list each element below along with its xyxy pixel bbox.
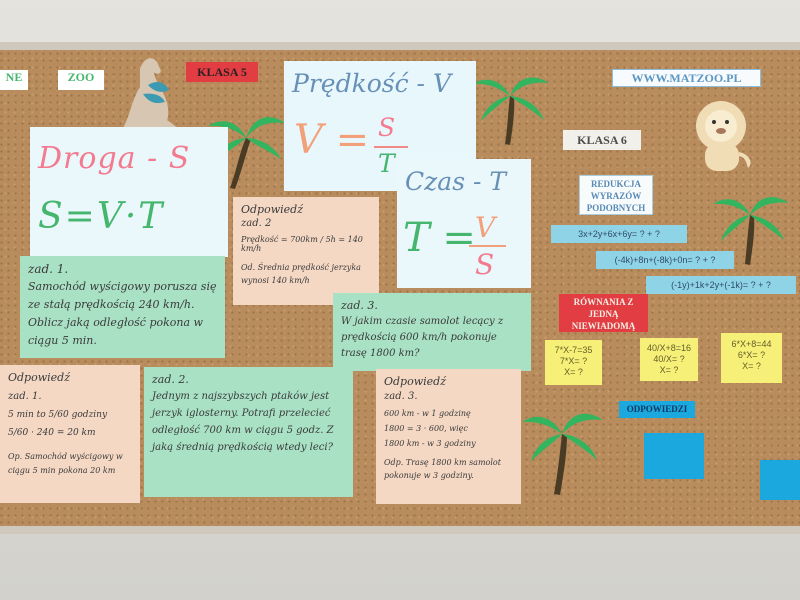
answer1-line2: 5/60 · 240 = 20 km	[8, 428, 96, 438]
distance-title: Droga - S	[38, 141, 191, 176]
palm-tree-top-left	[208, 117, 285, 189]
time-fraction-line	[469, 245, 506, 247]
speed-formula: V = S T	[294, 113, 464, 183]
zoo-label: ZOO	[58, 70, 104, 90]
answer-card-blue-2	[760, 460, 800, 500]
distance-card: Droga - S S=V·T	[30, 127, 228, 257]
answer1-note: Odpowiedź zad. 1. 5 min to 5/60 godziny …	[0, 365, 140, 503]
answer3-title: Odpowiedź	[384, 375, 447, 388]
answer1-title: Odpowiedź	[8, 371, 71, 384]
speed-title: Prędkość - V	[292, 69, 451, 98]
task1-title: zad. 1.	[28, 262, 69, 276]
expression-1: 3x+2y+6x+6y= ? + ?	[551, 225, 687, 243]
answer3-line1: 600 km - w 1 godzinę	[384, 409, 471, 418]
time-formula: T = V S	[403, 211, 523, 281]
task2-text: Jednym z najszybszych ptaków jest jerzyk…	[152, 391, 334, 453]
answer3-line4: Odp. Trasę 1800 km samolot pokonuje w 3 …	[384, 458, 501, 480]
time-card: Czas - T T = V S	[397, 159, 531, 288]
task3-title: zad. 3.	[341, 299, 378, 312]
task3-text: W jakim czasie samolot lecący z prędkośc…	[341, 316, 504, 359]
answer2-subtitle: zad. 2	[241, 218, 272, 229]
speed-formula-t: T	[378, 149, 395, 178]
expression-2: (-4k)+8n+(-8k)+0n= ? + ?	[596, 251, 734, 269]
time-formula-v: V	[475, 211, 496, 244]
time-formula-s: S	[475, 248, 495, 281]
speed-fraction-line	[374, 146, 408, 148]
equation-2-line-2: 40/X= ?	[653, 354, 685, 364]
palm-tree-right	[713, 197, 789, 265]
task1-text: Samochód wyścigowy porusza się ze stałą …	[28, 280, 217, 347]
equations-label: RÓWNANIA Z JEDNĄ NIEWIADOMĄ	[559, 294, 648, 332]
distance-formula: S=V·T	[38, 196, 165, 237]
equation-card-1: 7*X-7=35 7*X= ? X= ?	[545, 340, 602, 385]
website-label: WWW.MATZOO.PL	[612, 69, 761, 87]
time-formula-t: T =	[403, 215, 476, 261]
answer-card-blue-1	[644, 433, 704, 479]
equation-card-3: 6*X+8=44 6*X= ? X= ?	[721, 333, 782, 383]
answer1-line1: 5 min to 5/60 godziny	[8, 410, 108, 420]
task3-note: zad. 3. W jakim czasie samolot lecący z …	[333, 293, 531, 371]
answer2-line2: Od. Średnia prędkość jerzyka wynosi 140 …	[241, 263, 361, 285]
equation-3-line-3: X= ?	[742, 361, 761, 371]
equation-1-line-2: 7*X= ?	[559, 356, 588, 366]
speed-formula-v: V =	[294, 117, 370, 163]
task2-title: zad. 2.	[152, 373, 189, 386]
answer2-note: Odpowiedź zad. 2 Prędkość = 700km / 5h =…	[233, 197, 379, 305]
class5-label: KLASA 5	[186, 62, 258, 82]
task2-note: zad. 2. Jednym z najszybszych ptaków jes…	[144, 367, 353, 497]
ne-label: NE	[0, 70, 28, 90]
class6-label: KLASA 6	[563, 130, 641, 150]
equation-3-line-2: 6*X= ?	[737, 350, 766, 360]
answer3-subtitle: zad. 3.	[384, 391, 418, 402]
task1-note: zad. 1. Samochód wyścigowy porusza się z…	[20, 256, 225, 358]
reduction-label: REDUKCJA WYRAZÓW PODOBNYCH	[579, 175, 653, 215]
palm-tree-bottom	[522, 413, 603, 495]
answer2-title: Odpowiedź	[241, 203, 304, 216]
palm-tree-top-middle	[473, 77, 549, 145]
answer2-line1: Prędkość = 700km / 5h = 140 km/h	[241, 235, 363, 253]
expression-3: (-1y)+1k+2y+(-1k)= ? + ?	[646, 276, 796, 294]
equation-card-2: 40/X+8=16 40/X= ? X= ?	[640, 338, 698, 381]
answer1-subtitle: zad. 1.	[8, 391, 42, 402]
speed-formula-s: S	[378, 113, 396, 142]
lion-figure	[696, 101, 751, 171]
equation-3-line-1: 6*X+8=44	[731, 339, 772, 349]
answer1-line3: Op. Samochód wyścigowy w ciągu 5 min pok…	[8, 452, 123, 475]
answers-label: ODPOWIEDZI	[619, 401, 695, 418]
equation-1-line-3: X= ?	[564, 367, 583, 377]
answer3-line3: 1800 km - w 3 godziny	[384, 439, 476, 448]
time-title: Czas - T	[405, 167, 507, 196]
answer3-note: Odpowiedź zad. 3. 600 km - w 1 godzinę 1…	[376, 369, 521, 504]
equation-2-line-3: X= ?	[659, 365, 679, 375]
equation-2-line-1: 40/X+8=16	[646, 343, 692, 353]
equation-1-line-1: 7*X-7=35	[554, 345, 593, 355]
answer3-line2: 1800 = 3 · 600, więc	[384, 424, 468, 433]
